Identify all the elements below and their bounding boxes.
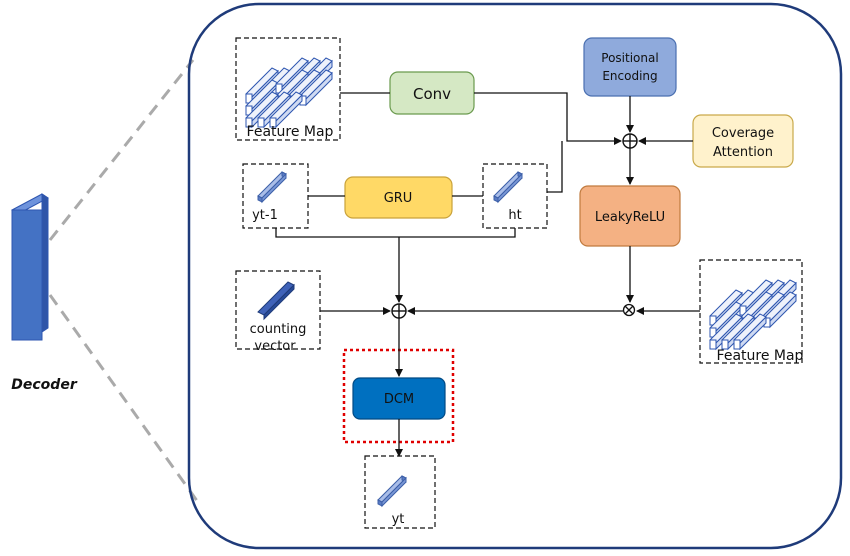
counting-vector-label-1: counting (250, 322, 307, 337)
decoder-frame (187, 2, 843, 550)
connectors (275, 92, 700, 457)
counting-vector-icon (257, 281, 295, 320)
yt-minus-1-vector-icon (257, 171, 287, 203)
coverage-attention-label-2: Attention (713, 145, 773, 160)
feature-map-right-icon (709, 279, 797, 350)
add-node-middle (391, 303, 407, 319)
feature-map-top-label: Feature Map (247, 124, 334, 140)
multiply-node (622, 303, 636, 317)
add-node-top (622, 133, 638, 149)
positional-encoding-block (583, 37, 677, 97)
gru-label: GRU (384, 191, 413, 206)
positional-encoding-label-2: Encoding (602, 69, 657, 83)
positional-encoding-label-1: Positional (601, 51, 658, 65)
coverage-attention-label-1: Coverage (712, 126, 774, 141)
feature-map-top-icon (245, 57, 333, 128)
counting-vector-label-2: vector (254, 339, 296, 354)
decoder-block (11, 193, 49, 341)
feature-map-top-box (235, 37, 341, 141)
dcm-label: DCM (384, 392, 414, 407)
yt-label: yt (392, 512, 405, 527)
feature-map-right-box (699, 259, 803, 364)
ht-vector-icon (493, 171, 523, 203)
feature-map-right-label: Feature Map (717, 348, 804, 364)
yt-minus-1-label: yt-1 (252, 208, 278, 223)
ht-label: ht (508, 208, 521, 223)
yt-vector-icon (377, 475, 407, 507)
counting-vector-box (235, 270, 321, 350)
gru-block (344, 176, 453, 219)
decoder-label: Decoder (11, 377, 78, 393)
leaky-relu-label: LeakyReLU (595, 210, 665, 225)
zoom-line-top (48, 59, 195, 241)
conv-label: Conv (413, 85, 451, 103)
zoom-line-bottom (48, 294, 202, 506)
